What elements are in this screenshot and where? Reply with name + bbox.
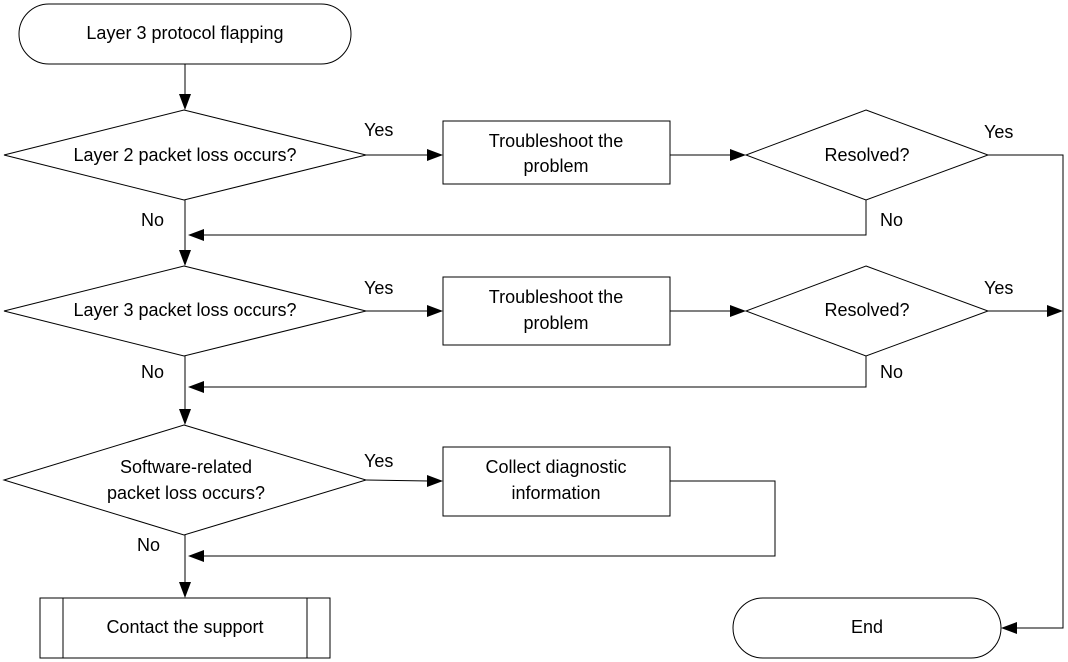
no-label-decision3: No — [137, 535, 160, 555]
connector-start-to-decision1 — [179, 64, 191, 110]
connector-check1-no: No — [188, 200, 903, 241]
no-label-check1: No — [880, 210, 903, 230]
check-resolved-1-label: Resolved? — [824, 145, 909, 165]
action-troubleshoot-1-line2: problem — [523, 156, 588, 176]
action-troubleshoot-2-line2: problem — [523, 313, 588, 333]
action-troubleshoot-1: Troubleshoot the problem — [442, 120, 671, 185]
check-resolved-1: Resolved? — [744, 109, 990, 201]
no-label-decision2: No — [141, 362, 164, 382]
check-resolved-2-label: Resolved? — [824, 300, 909, 320]
action-collect-line1: Collect diagnostic — [485, 457, 626, 477]
decision-layer3-loss: Layer 3 packet loss occurs? — [3, 265, 367, 357]
start-terminator: Layer 3 protocol flapping — [18, 3, 352, 65]
yes-label-decision1: Yes — [364, 120, 393, 140]
connector-action2-to-check2 — [670, 305, 746, 317]
start-label: Layer 3 protocol flapping — [86, 23, 283, 43]
yes-label-check1: Yes — [984, 122, 1013, 142]
connector-check2-no: No — [188, 356, 903, 393]
decision-software-loss: Software-related packet loss occurs? — [2, 424, 368, 536]
no-label-decision1: No — [141, 210, 164, 230]
connector-decision1-yes: Yes — [364, 120, 443, 161]
yes-label-decision2: Yes — [364, 278, 393, 298]
contact-support-process: Contact the support — [39, 597, 331, 659]
connector-decision2-no: No — [141, 356, 191, 425]
connector-check2-yes: Yes — [984, 278, 1063, 317]
end-terminator: End — [732, 597, 1002, 659]
action-troubleshoot-2: Troubleshoot the problem — [442, 276, 671, 346]
connector-decision3-no: No — [137, 535, 191, 598]
yes-label-check2: Yes — [984, 278, 1013, 298]
decision-layer3-label: Layer 3 packet loss occurs? — [73, 300, 296, 320]
connector-action1-to-check1 — [670, 149, 746, 161]
connector-action3-return — [188, 480, 776, 562]
decision-software-line1: Software-related — [120, 457, 252, 477]
connector-decision3-yes: Yes — [364, 451, 443, 487]
action-collect-line2: information — [511, 483, 600, 503]
connector-decision2-yes: Yes — [364, 278, 443, 317]
connector-decision1-no: No — [141, 200, 191, 266]
decision-layer2-loss: Layer 2 packet loss occurs? — [3, 109, 367, 201]
action-collect-diagnostics: Collect diagnostic information — [442, 446, 671, 517]
end-label: End — [851, 617, 883, 637]
contact-support-label: Contact the support — [106, 617, 263, 637]
check-resolved-2: Resolved? — [744, 265, 990, 357]
connector-check1-yes: Yes — [984, 122, 1064, 634]
action-troubleshoot-2-line1: Troubleshoot the — [489, 287, 623, 307]
decision-layer2-label: Layer 2 packet loss occurs? — [73, 145, 296, 165]
no-label-check2: No — [880, 362, 903, 382]
yes-label-decision3: Yes — [364, 451, 393, 471]
action-troubleshoot-1-line1: Troubleshoot the — [489, 131, 623, 151]
decision-software-line2: packet loss occurs? — [107, 483, 265, 503]
